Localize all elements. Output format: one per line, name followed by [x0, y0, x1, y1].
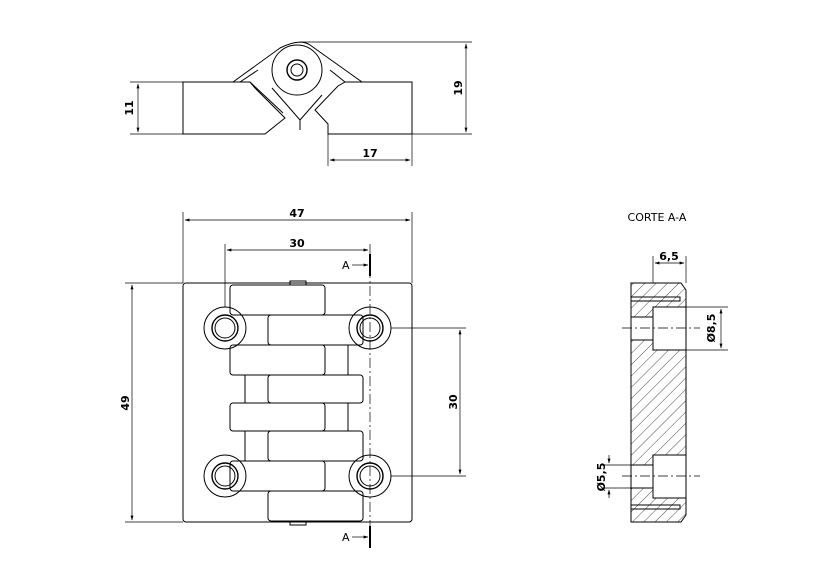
front-plate: [182, 282, 413, 523]
dim-side-total: 19: [452, 80, 465, 95]
side-pin-outer: [286, 59, 308, 81]
front-view: A A 47 30 49 30: [119, 207, 466, 548]
dim-section-depth: 6,5: [659, 250, 679, 263]
dim-front-width: 47: [289, 207, 304, 220]
section-title: CORTE A-A: [628, 211, 687, 224]
dim-section-hole: Ø5,5: [595, 463, 608, 492]
dim-front-height: 49: [119, 395, 132, 410]
hole-bottom-left: [203, 454, 247, 498]
side-left-leaf: [182, 81, 286, 135]
section-view: CORTE A-A 6,5 Ø8,5 Ø5,5: [595, 211, 728, 523]
side-pin-inner: [290, 63, 304, 77]
dim-front-holes-x: 30: [289, 237, 305, 250]
dim-side-height: 11: [123, 100, 136, 115]
dim-front-holes-y: 30: [447, 394, 460, 410]
section-mark-bottom: A: [342, 531, 350, 544]
side-view: 11 19 17: [123, 41, 472, 166]
section-mark-top: A: [342, 259, 350, 272]
side-knuckle: [271, 44, 323, 96]
dim-side-leaf: 17: [362, 147, 377, 160]
dim-section-counterbore: Ø8,5: [705, 314, 718, 343]
hole-top-left: [203, 306, 247, 350]
side-knuckle-arm: [232, 41, 363, 83]
side-right-leaf: [314, 81, 413, 135]
